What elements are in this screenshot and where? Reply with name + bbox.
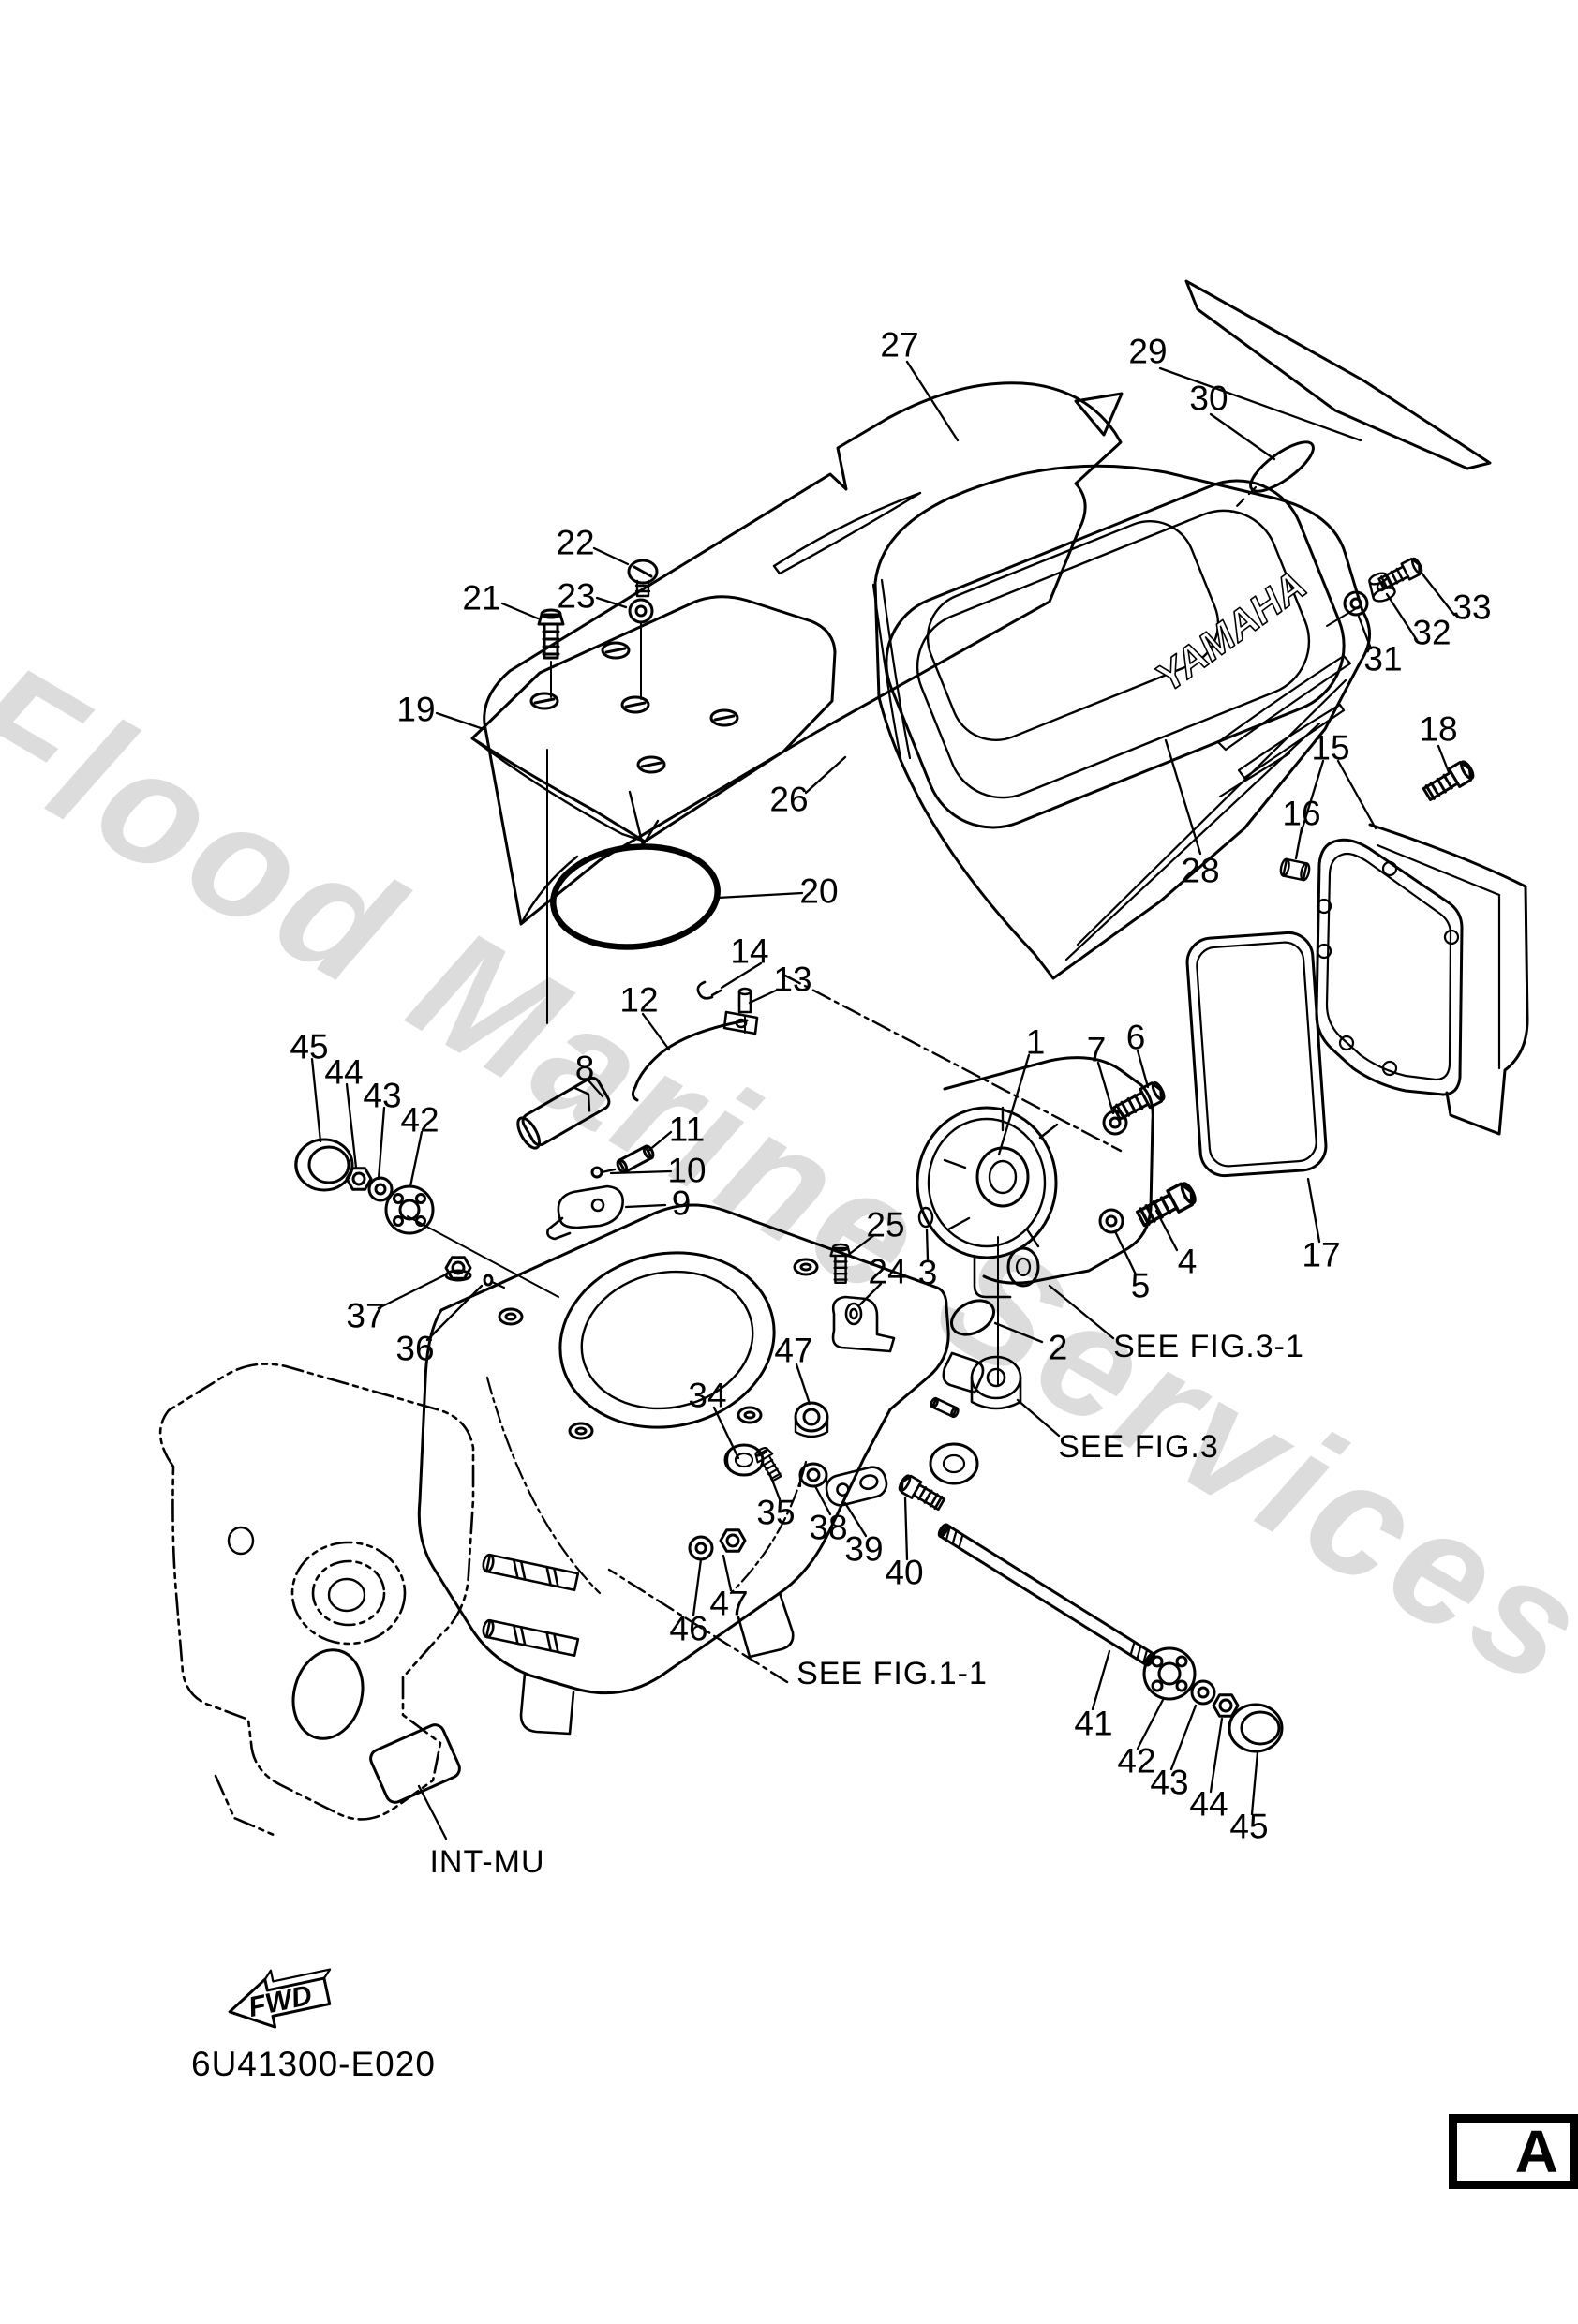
part-callout-17: 17: [1302, 1235, 1341, 1274]
part-callout-21: 21: [462, 578, 501, 618]
leader-lines: [310, 360, 1456, 1840]
part-callout-31: 31: [1363, 639, 1403, 678]
link-39: [825, 1466, 888, 1507]
part-callout-28: 28: [1181, 851, 1220, 890]
mount-grommet-47-upper: [794, 1401, 829, 1438]
part-callout-36: 36: [395, 1329, 435, 1368]
cap-45-right: [1228, 1703, 1284, 1753]
throttle-cam-8: [516, 1076, 611, 1150]
part-callout-2: 2: [1048, 1328, 1068, 1367]
part-callout-46: 46: [669, 1609, 708, 1648]
part-callout-3: 3: [917, 1253, 938, 1292]
bushing-38: [798, 1462, 828, 1488]
carburetor: [916, 1056, 1154, 1386]
emblem-oval: [1249, 440, 1315, 493]
part-callout-18: 18: [1419, 709, 1458, 749]
part-callout-35: 35: [756, 1493, 796, 1532]
part-callout-32: 32: [1412, 613, 1451, 652]
mount-pad: [369, 1723, 461, 1804]
part-callout-8: 8: [574, 1049, 595, 1088]
part-callout-42: 42: [1117, 1741, 1156, 1780]
part-callout-44: 44: [324, 1052, 364, 1092]
part-callout-14: 14: [730, 931, 769, 971]
part-callout-43: 43: [363, 1076, 402, 1115]
ref-callout: SEE FIG.3-1: [1113, 1329, 1304, 1364]
clamp-9: [546, 1184, 624, 1241]
part-callout-34: 34: [688, 1376, 727, 1415]
top-cowl: [483, 381, 1123, 926]
ref-callout: SEE FIG.1-1: [796, 1656, 988, 1691]
part-callout-6: 6: [1125, 1018, 1146, 1057]
part-callout-44: 44: [1189, 1784, 1228, 1824]
silencer-box: [1279, 823, 1529, 1136]
part-callout-15: 15: [1311, 728, 1350, 767]
part-callout-39: 39: [844, 1529, 884, 1569]
seal-ring: [550, 843, 721, 950]
corner-label: A: [1514, 2118, 1558, 2185]
part-callout-29: 29: [1128, 332, 1168, 371]
part-callout-45: 45: [1229, 1807, 1269, 1846]
part-callout-41: 41: [1074, 1704, 1113, 1743]
part-callout-30: 30: [1189, 379, 1228, 418]
corner-label-box: A: [1449, 2114, 1578, 2189]
screw-10: [590, 1166, 617, 1179]
part-callout-47: 47: [709, 1584, 749, 1623]
ref-callout: INT-MU: [429, 1844, 545, 1880]
part-callout-40: 40: [885, 1553, 924, 1592]
bushing-16: [1279, 857, 1311, 882]
oring-3: [917, 1206, 934, 1229]
part-callout-19: 19: [396, 690, 436, 729]
pin-11: [616, 1144, 655, 1174]
cap-45-left: [294, 1138, 354, 1192]
part-callout-38: 38: [809, 1508, 848, 1547]
ref-callout: SEE FIG.3: [1058, 1429, 1219, 1465]
part-callout-1: 1: [1025, 1022, 1046, 1062]
bracket-24: [831, 1295, 896, 1353]
part-callout-4: 4: [1177, 1242, 1198, 1281]
trim-strip: [1074, 279, 1492, 470]
link-rod-group: [631, 980, 759, 1102]
part-callout-33: 33: [1452, 588, 1492, 627]
part-callout-43: 43: [1150, 1763, 1189, 1802]
drawing-code: 6U41300-E020: [191, 2045, 436, 2083]
part-callout-12: 12: [619, 980, 659, 1020]
part-callout-20: 20: [799, 872, 839, 911]
part-callout-16: 16: [1282, 794, 1321, 833]
part-callout-13: 13: [773, 960, 812, 999]
part-callout-10: 10: [667, 1151, 707, 1190]
gasket-2: [950, 1299, 995, 1336]
part-callout-11: 11: [668, 1110, 706, 1149]
part-callout-45: 45: [290, 1027, 329, 1066]
part-callout-23: 23: [557, 576, 596, 616]
part-callout-9: 9: [671, 1184, 692, 1223]
part-callout-27: 27: [880, 325, 919, 365]
part-callout-42: 42: [400, 1100, 439, 1140]
screw-22: [627, 559, 659, 598]
part-callout-26: 26: [769, 780, 809, 819]
phantom-housing: [158, 1363, 475, 1837]
part-callout-22: 22: [556, 523, 595, 562]
part-callout-24: 24: [868, 1252, 907, 1291]
part-callout-37: 37: [346, 1296, 385, 1335]
part-callout-47: 47: [774, 1331, 813, 1370]
part-callout-25: 25: [866, 1205, 905, 1244]
bearing-42-right: [1142, 1646, 1197, 1701]
part-callout-5: 5: [1130, 1266, 1151, 1305]
part-callout-7: 7: [1086, 1030, 1107, 1069]
gasket-17: [1185, 931, 1328, 1178]
